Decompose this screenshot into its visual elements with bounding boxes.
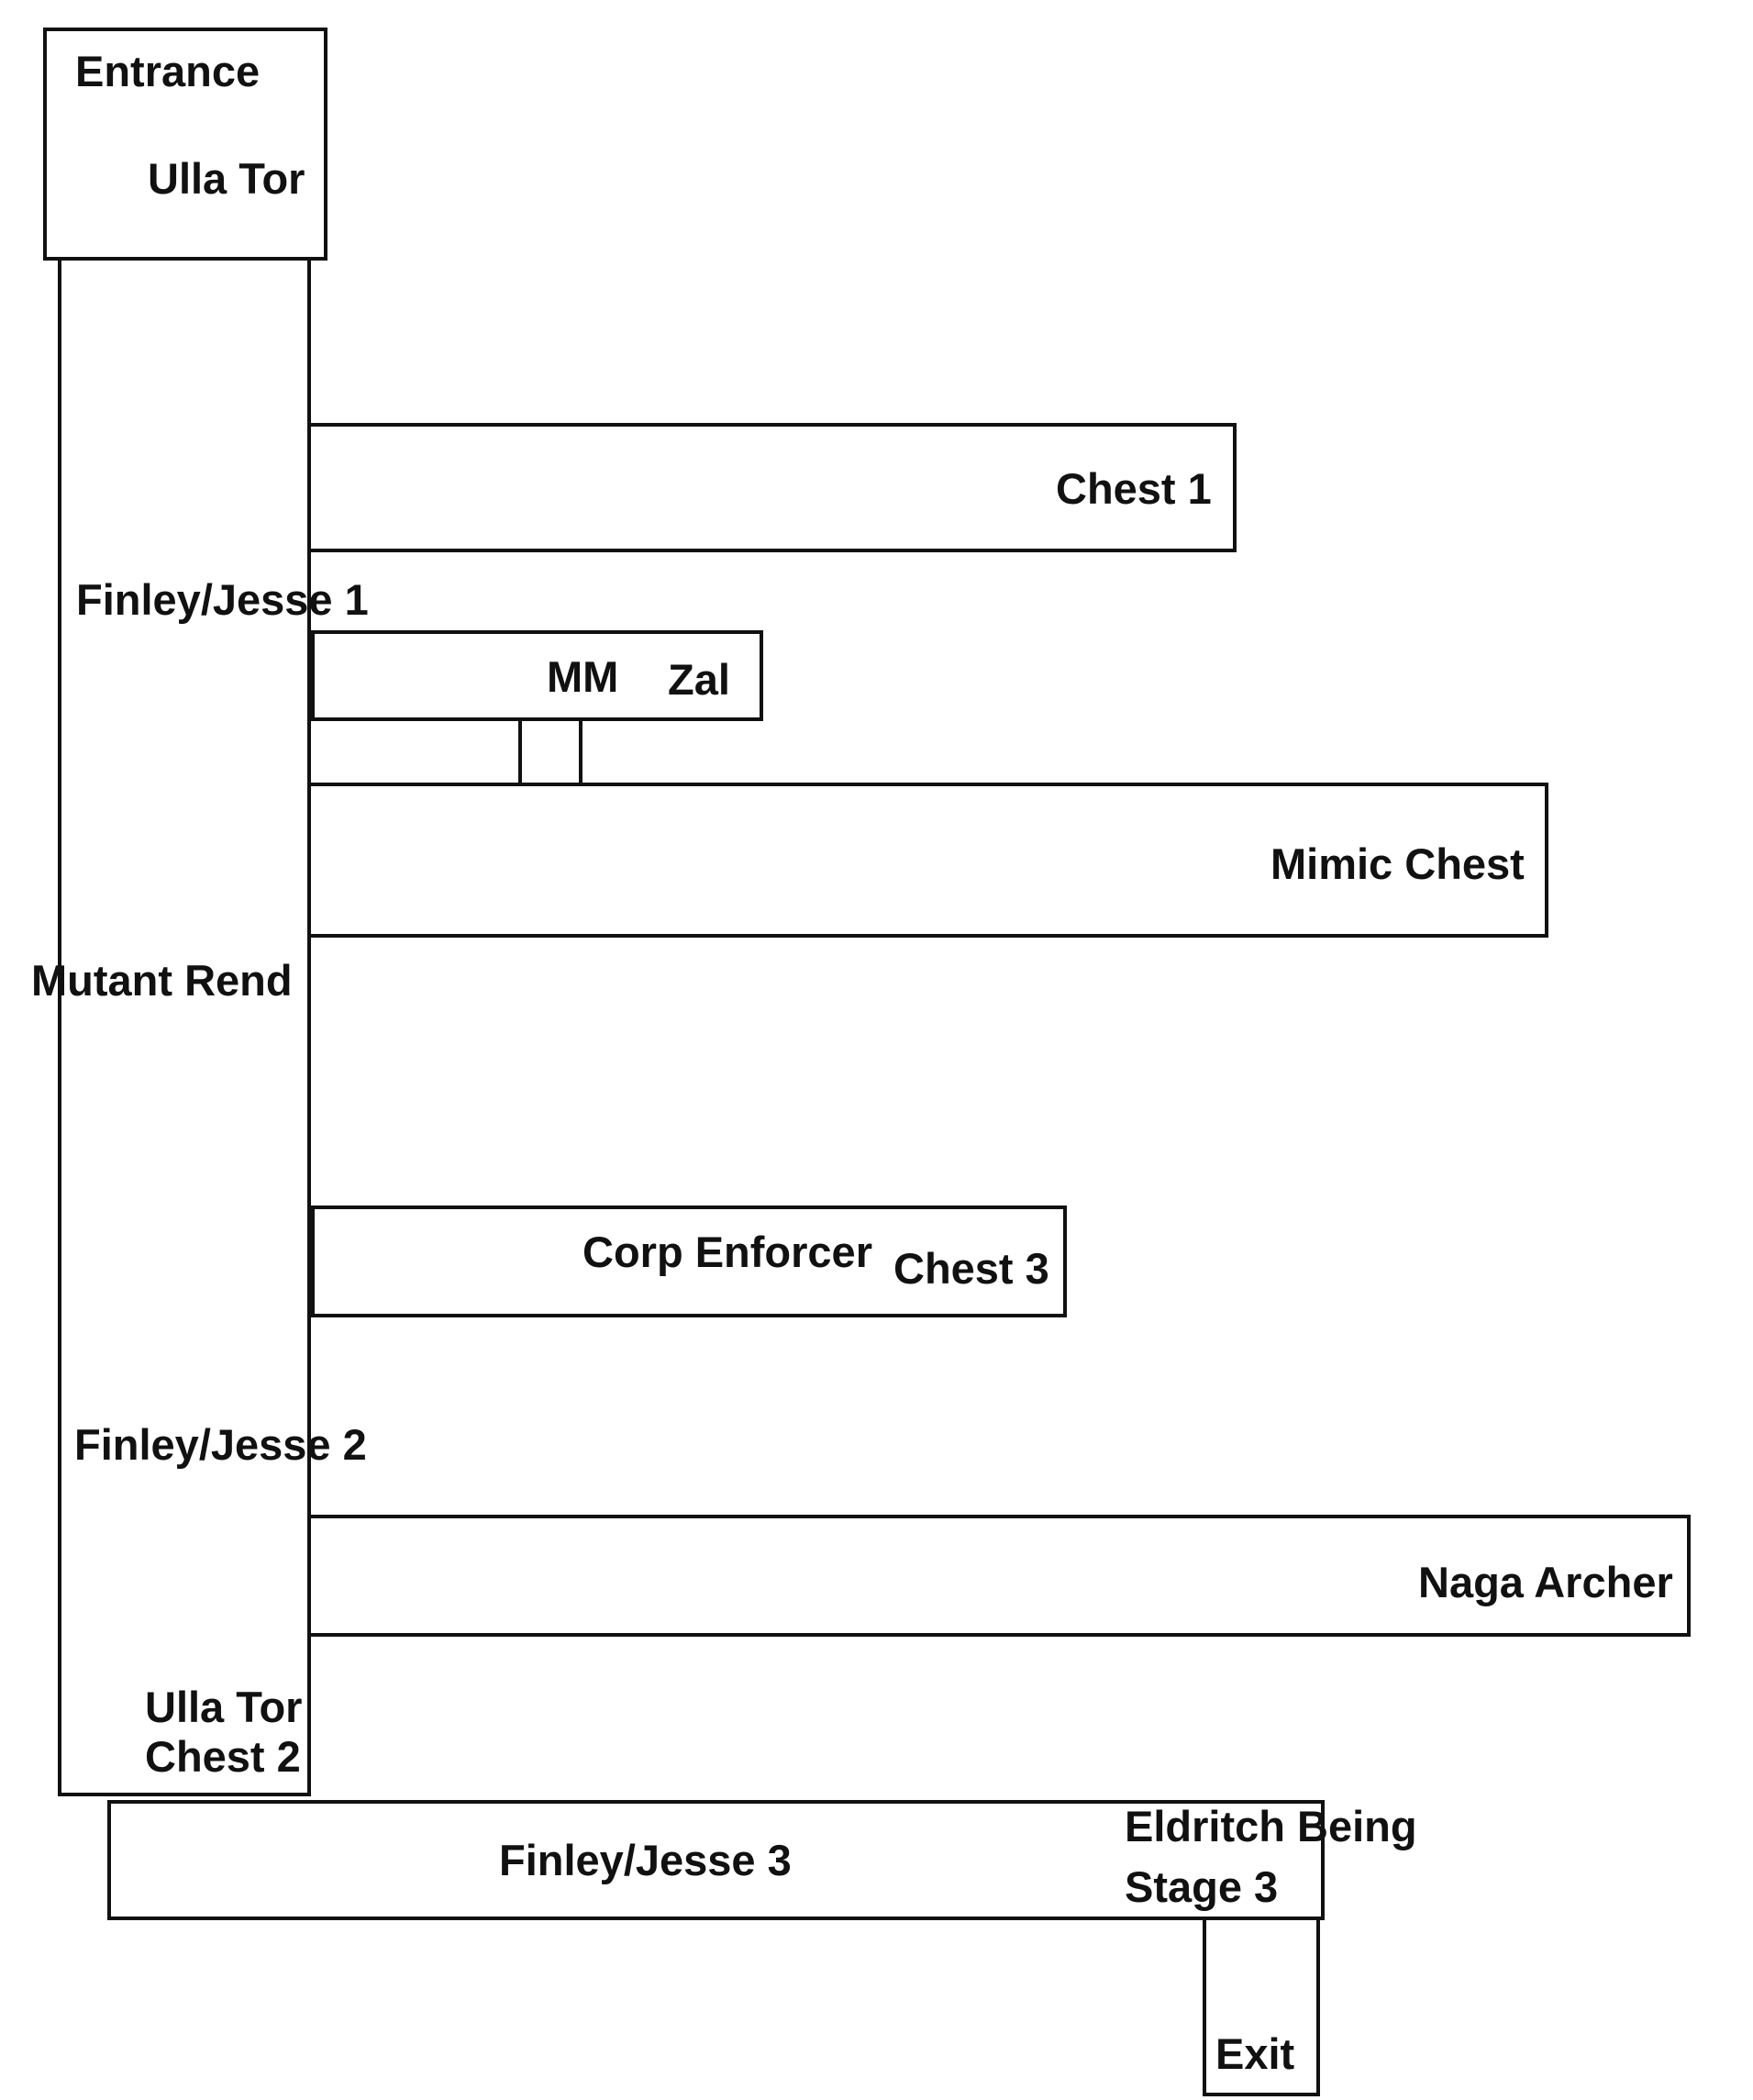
naga-archer-room bbox=[307, 1515, 1691, 1637]
corp-enforcer-room bbox=[311, 1206, 1067, 1317]
finley-jesse-1-label: Finley/Jesse 1 bbox=[76, 575, 369, 624]
main-corridor bbox=[58, 257, 311, 1796]
chest-2-label: Chest 2 bbox=[145, 1732, 301, 1781]
naga-archer-label: Naga Archer bbox=[1418, 1558, 1673, 1606]
ulla-tor-label: Ulla Tor bbox=[145, 1683, 303, 1731]
chest-1-label: Chest 1 bbox=[1056, 464, 1212, 513]
mutant-rend-label: Mutant Rend bbox=[31, 956, 293, 1005]
mimic-room bbox=[307, 783, 1548, 938]
ulla-tor-entrance-label: Ulla Tor bbox=[148, 154, 305, 203]
finley-jesse-2-label: Finley/Jesse 2 bbox=[74, 1420, 367, 1469]
finley-jesse-3-label: Finley/Jesse 3 bbox=[499, 1836, 792, 1884]
zal-label: Zal bbox=[668, 655, 730, 704]
chest1-room bbox=[307, 423, 1237, 552]
corp-enforcer-label: Corp Enforcer bbox=[582, 1228, 872, 1276]
chest-3-label: Chest 3 bbox=[893, 1244, 1049, 1293]
mm-connector bbox=[518, 717, 582, 786]
stage-3-label: Stage 3 bbox=[1125, 1862, 1279, 1911]
entrance-label: Entrance bbox=[75, 47, 261, 95]
bottom-corridor bbox=[107, 1800, 1325, 1920]
exit-label: Exit bbox=[1215, 2029, 1295, 2078]
mm-label: MM bbox=[547, 652, 619, 701]
eldritch-being-label: Eldritch Being bbox=[1125, 1802, 1417, 1850]
exit-room bbox=[1203, 1917, 1320, 2096]
mimic-chest-label: Mimic Chest bbox=[1270, 839, 1525, 888]
